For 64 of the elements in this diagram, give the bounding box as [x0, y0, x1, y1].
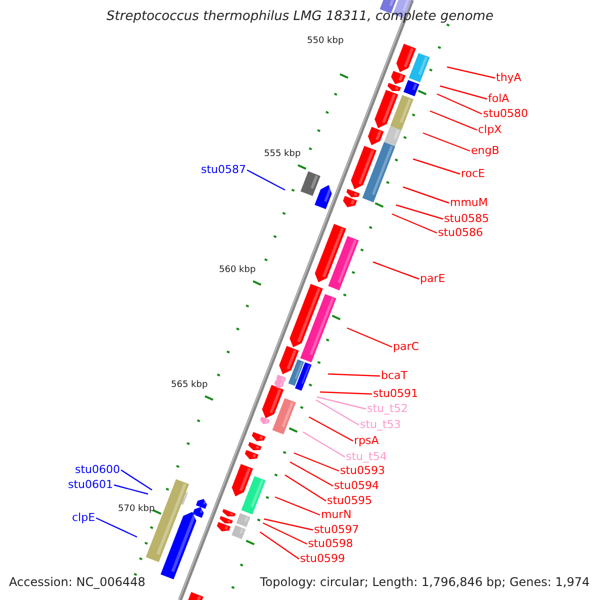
- gene-label: stu0580: [483, 107, 528, 121]
- leader-line: [440, 85, 488, 100]
- gene-label: stu0594: [334, 479, 380, 493]
- leader-line: [114, 484, 148, 495]
- leader-line: [290, 461, 334, 487]
- leader-line: [302, 431, 346, 458]
- gene-label: stu0591: [373, 387, 418, 401]
- leader-line: [396, 204, 444, 220]
- gene-label: mmuM: [450, 196, 488, 210]
- scale-label: 565 kbp: [171, 379, 208, 392]
- leader-line: [284, 474, 326, 502]
- gene-label: stu_t53: [360, 418, 401, 432]
- leader-line: [430, 110, 478, 131]
- gene-label: rpsA: [354, 434, 379, 448]
- gene-label: rocE: [461, 167, 486, 181]
- leader-line: [246, 169, 286, 191]
- gene-label: murN: [321, 508, 352, 522]
- gene-label: stu0587: [201, 163, 246, 177]
- gene-label: thyA: [496, 71, 522, 85]
- leader-line: [96, 517, 138, 538]
- scale-label: 560 kbp: [219, 264, 256, 277]
- leader-line: [120, 470, 152, 490]
- leader-line: [422, 132, 470, 152]
- gene-label: stu0597: [314, 523, 360, 537]
- title: Streptococcus thermophilus LMG 18311, complete genome: [106, 10, 494, 24]
- leader-line: [260, 532, 300, 560]
- leader-line: [316, 399, 360, 426]
- gene-label: engB: [471, 144, 500, 158]
- leader-line: [294, 452, 340, 472]
- leader-line: [320, 391, 372, 395]
- gene-label: parE: [420, 272, 446, 286]
- scale-label: 570 kbp: [118, 503, 155, 516]
- leader-line: [328, 373, 380, 377]
- leader-line: [372, 261, 420, 280]
- gene-label: stu0601: [68, 478, 114, 492]
- footer-text: Topology: circular; Length: 1,796,846 bp; Genes: 1,974: [260, 575, 590, 589]
- gene-label: stu0585: [444, 212, 490, 226]
- gene-label: folA: [488, 92, 510, 106]
- scale-label: 550 kbp: [307, 35, 344, 48]
- gene-label: stu0586: [438, 226, 484, 240]
- gene-label: stu_t52: [367, 402, 408, 416]
- leader-line: [316, 396, 366, 410]
- gene-label: stu0600: [75, 463, 120, 477]
- gene-label: parC: [393, 340, 419, 354]
- scale-label: 555 kbp: [264, 148, 301, 161]
- footer-text: Accession: NC_006448: [9, 575, 146, 589]
- leader-line: [264, 518, 314, 531]
- leader-line: [446, 66, 496, 79]
- gene-label: clpE: [72, 511, 96, 525]
- gene-label: stu0598: [308, 537, 354, 551]
- leader-line: [346, 327, 392, 348]
- gene-label: stu0595: [327, 494, 372, 508]
- leader-line: [402, 186, 450, 204]
- gene-label: stu0599: [300, 552, 346, 566]
- leader-line: [262, 522, 308, 545]
- gene-label: bcaT: [381, 369, 408, 383]
- gene-label: stu0593: [340, 464, 386, 478]
- gene-label: stu_t54: [346, 450, 387, 464]
- leader-line: [412, 158, 460, 175]
- leader-line: [274, 496, 320, 516]
- leader-line: [436, 93, 482, 115]
- leader-line: [308, 416, 354, 442]
- gene-label: clpX: [478, 123, 502, 137]
- leader-line: [392, 213, 438, 234]
